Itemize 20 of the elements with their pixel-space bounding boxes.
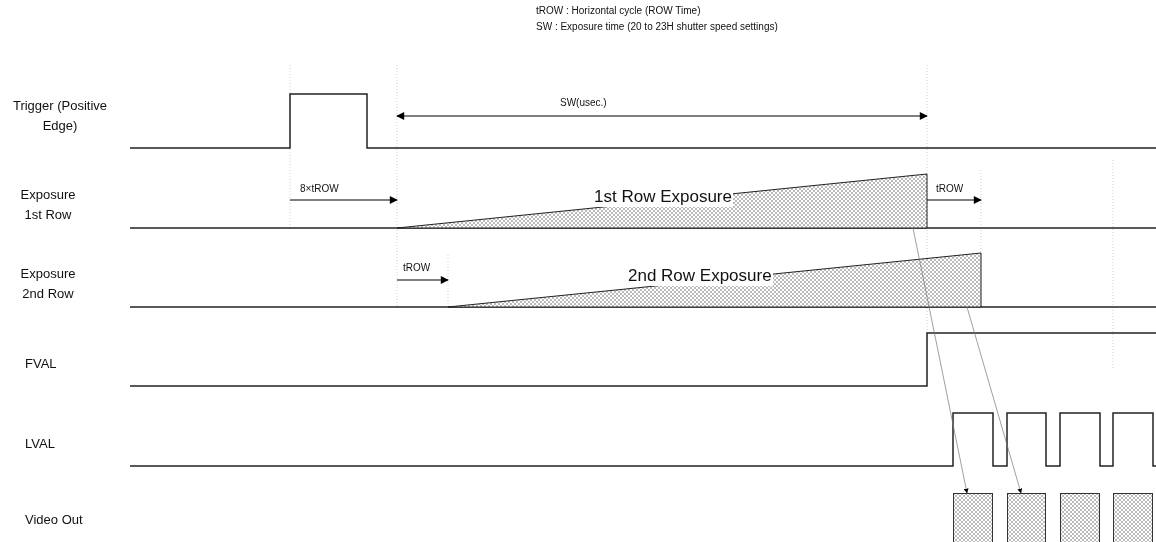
signal-label: Video Out — [25, 512, 83, 529]
video-data-block — [953, 493, 993, 542]
timing-label: tROW — [403, 262, 431, 275]
timing-label: 8×tROW — [300, 183, 339, 196]
signal-label: Exposure 1st Row — [19, 186, 77, 225]
legend-note: SW : Exposure time (20 to 23H shutter speed settings) — [536, 21, 778, 34]
signal-label: LVAL — [25, 436, 55, 453]
timing-label: tROW — [936, 183, 964, 196]
signal-label: Exposure 2nd Row — [19, 265, 77, 304]
legend-note: tROW : Horizontal cycle (ROW Time) — [536, 5, 701, 18]
signal-label: FVAL — [25, 356, 57, 373]
video-data-block — [1060, 493, 1100, 542]
signal-label: Trigger (Positive Edge) — [11, 97, 109, 136]
exposure-wedge — [448, 253, 981, 307]
exposure-label: 2nd Row Exposure — [627, 267, 773, 286]
exposure-label: 1st Row Exposure — [593, 188, 733, 207]
timing-label: SW(usec.) — [560, 97, 607, 110]
exposure-wedge — [397, 174, 927, 228]
video-data-block — [1113, 493, 1153, 542]
video-data-block — [1007, 493, 1046, 542]
